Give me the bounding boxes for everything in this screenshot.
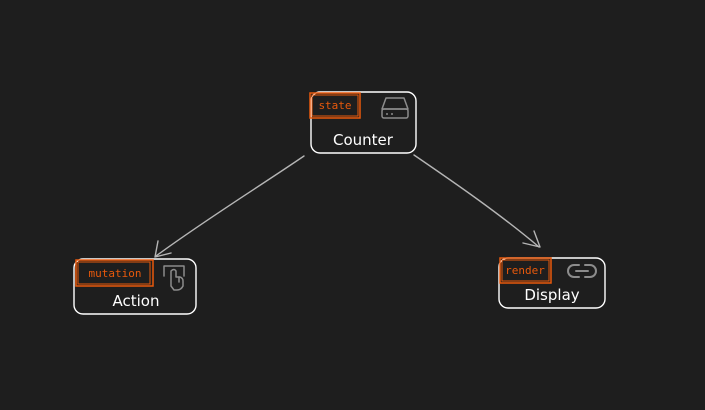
tag-mutation-label: mutation [89,267,142,280]
node-counter-label: Counter [333,131,394,149]
node-display[interactable]: render Display [498,257,606,309]
hard-drive-icon [381,97,409,119]
node-counter-box [310,91,417,154]
node-action-label: Action [113,292,160,310]
tag-state: state [309,92,361,119]
arrowhead-icon [154,240,172,258]
node-display-label: Display [524,286,579,304]
tag-mutation: mutation [75,259,154,287]
node-action[interactable]: mutation Action [73,258,197,315]
node-action-box [73,258,197,315]
edge-counter-to-display[interactable] [413,154,541,248]
arrowhead-icon [522,230,541,248]
pointer-click-icon [163,265,185,291]
tag-render: render [499,257,552,284]
link-icon [567,264,597,278]
node-counter[interactable]: state Counter [309,91,417,154]
node-display-box [498,257,606,309]
tag-render-label: render [505,264,545,277]
tag-state-label: state [318,99,351,112]
edge-counter-to-action[interactable] [154,155,305,258]
